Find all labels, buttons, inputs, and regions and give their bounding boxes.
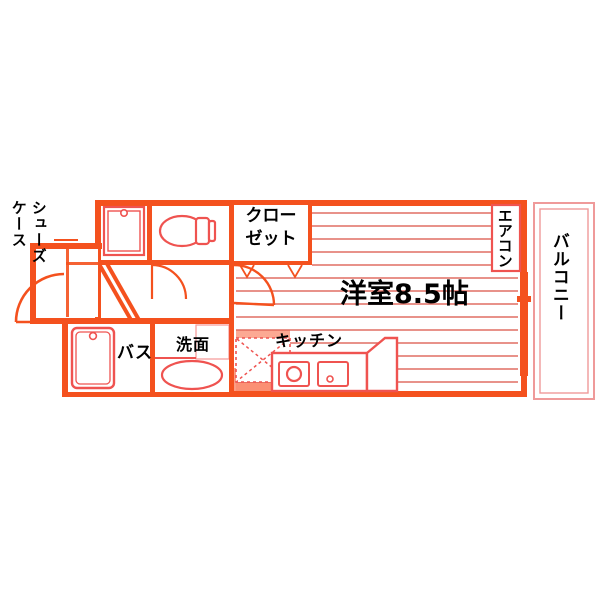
kitchen-counter (270, 351, 369, 393)
kitchen-tall-unit (365, 336, 399, 393)
stove-burner (285, 365, 303, 383)
balcony-area (533, 202, 595, 400)
balcony-sliding-door[interactable] (517, 272, 531, 376)
shoe-cabinet (36, 249, 98, 317)
toilet-fixture (158, 214, 217, 248)
interior-partitions (62, 203, 312, 397)
kitchen-sink (317, 361, 349, 387)
hall-door[interactable] (233, 263, 276, 307)
entrance-door[interactable] (14, 272, 66, 324)
washbasin-area (155, 324, 230, 392)
closet-area (234, 205, 308, 261)
bathtub-fixture (70, 326, 116, 390)
washing-machine-space (102, 205, 146, 257)
entrance-angled-partition (97, 261, 141, 321)
air-conditioner-unit (490, 203, 522, 273)
toilet-door[interactable] (150, 263, 188, 300)
